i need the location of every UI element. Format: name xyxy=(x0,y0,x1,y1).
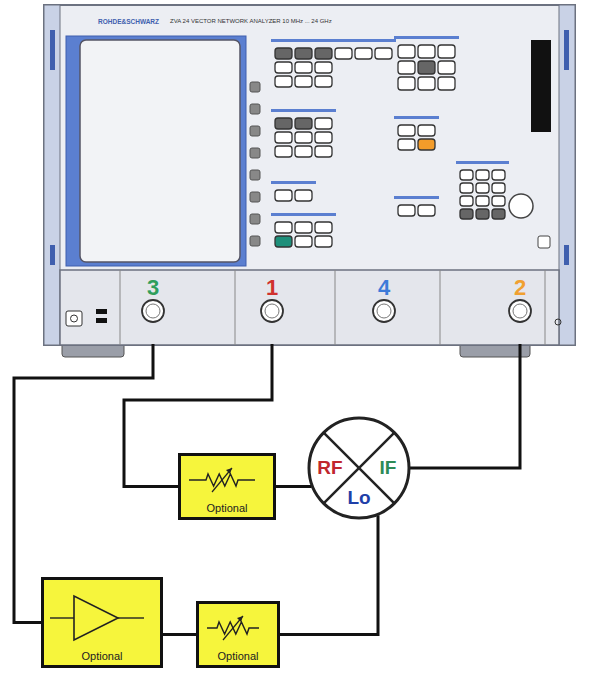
instrument-body xyxy=(44,5,575,345)
rotary-knob xyxy=(509,194,533,218)
handle xyxy=(559,5,575,345)
cable xyxy=(276,485,311,488)
port-panel xyxy=(60,270,559,345)
brand-label: ROHDE&SCHWARZ xyxy=(98,18,159,25)
handle-mark xyxy=(564,245,569,265)
screen-bezel xyxy=(66,36,246,266)
port-section: 4 xyxy=(359,272,409,344)
mixer-port-label: Lo xyxy=(347,487,370,509)
usb-port xyxy=(96,318,107,323)
panel-divider xyxy=(335,270,336,345)
port-number: 3 xyxy=(128,275,178,301)
mixer-circle: RF IF Lo xyxy=(307,416,411,520)
optional-label: Optional xyxy=(181,502,273,514)
attenuator-box: Optional xyxy=(178,453,276,520)
screen xyxy=(80,40,240,262)
port-number: 4 xyxy=(359,275,409,301)
key xyxy=(538,236,550,248)
power-button xyxy=(66,311,82,326)
cable xyxy=(163,633,196,636)
amplifier-box: Optional xyxy=(41,577,163,668)
port-section: 3 xyxy=(128,272,178,344)
optional-label: Optional xyxy=(44,650,160,662)
optional-label: Optional xyxy=(199,650,277,662)
display-bar xyxy=(531,40,551,132)
mixer-port-label: RF xyxy=(317,457,342,479)
port-number: 2 xyxy=(495,275,545,301)
keypad xyxy=(250,36,509,247)
panel-divider xyxy=(440,270,441,345)
port-section: 2 xyxy=(495,272,545,344)
port-number: 1 xyxy=(247,275,297,301)
cable xyxy=(280,515,378,634)
cable xyxy=(410,344,520,468)
mixer-port-label: IF xyxy=(380,457,397,479)
panel-divider xyxy=(235,270,236,345)
handle-mark xyxy=(50,245,55,265)
handle xyxy=(44,5,60,345)
model-label: ZVA 24 VECTOR NETWORK ANALYZER 10 MHz ..… xyxy=(170,18,332,24)
ground-terminal xyxy=(555,319,561,325)
attenuator-box: Optional xyxy=(196,601,280,668)
power-symbol xyxy=(71,315,78,322)
panel-divider xyxy=(545,270,546,345)
handle-mark xyxy=(50,30,55,70)
usb-port xyxy=(96,309,107,314)
handle-mark xyxy=(564,30,569,70)
panel-divider xyxy=(120,270,121,345)
port-section: 1 xyxy=(247,272,297,344)
